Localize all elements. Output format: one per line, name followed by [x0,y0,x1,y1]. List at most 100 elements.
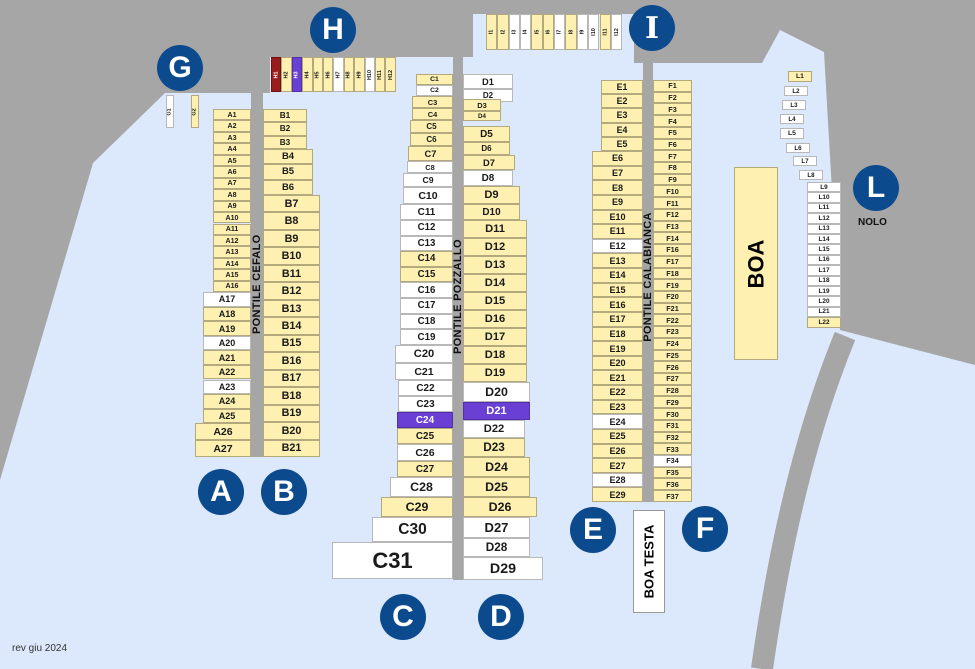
berth-f33[interactable]: F33 [653,443,692,456]
berth-c10[interactable]: C10 [403,187,453,204]
berth-e12[interactable]: E12 [592,238,643,254]
berth-h12[interactable]: H12 [385,57,396,92]
berth-c2[interactable]: C2 [416,85,453,96]
berth-d13[interactable]: D13 [463,256,527,274]
berth-e10[interactable]: E10 [592,209,643,225]
berth-c7[interactable]: C7 [408,146,453,161]
berth-e8[interactable]: E8 [592,180,643,195]
berth-a9[interactable]: A9 [213,200,251,213]
berth-e17[interactable]: E17 [592,311,643,327]
berth-e19[interactable]: E19 [592,341,643,356]
berth-f14[interactable]: F14 [653,232,692,245]
berth-f31[interactable]: F31 [653,419,692,432]
berth-c22[interactable]: C22 [398,380,453,396]
berth-a13[interactable]: A13 [213,246,251,258]
berth-c8[interactable]: C8 [407,161,453,173]
berth-f29[interactable]: F29 [653,396,692,409]
berth-d3[interactable]: D3 [463,99,501,111]
berth-f8[interactable]: F8 [653,162,692,174]
berth-e25[interactable]: E25 [592,428,643,444]
berth-c18[interactable]: C18 [400,313,453,330]
berth-l12[interactable]: L12 [807,213,841,224]
berth-a16[interactable]: A16 [213,280,251,293]
berth-d18[interactable]: D18 [463,346,527,364]
berth-b13[interactable]: B13 [263,299,320,318]
berth-a14[interactable]: A14 [213,257,251,270]
berth-c13[interactable]: C13 [400,235,453,252]
berth-a3[interactable]: A3 [213,131,251,144]
berth-d4[interactable]: D4 [463,111,501,121]
berth-b15[interactable]: B15 [263,334,320,353]
berth-d5[interactable]: D5 [463,126,510,142]
berth-f13[interactable]: F13 [653,220,692,233]
berth-d28[interactable]: D28 [463,538,530,557]
berth-f2[interactable]: F2 [653,91,692,104]
berth-c21[interactable]: C21 [395,363,453,380]
berth-c23[interactable]: C23 [398,396,453,412]
berth-b11[interactable]: B11 [263,264,320,283]
berth-c15[interactable]: C15 [400,266,453,283]
berth-b18[interactable]: B18 [263,387,320,405]
berth-e26[interactable]: E26 [592,443,643,459]
berth-e20[interactable]: E20 [592,355,643,371]
berth-b8[interactable]: B8 [263,212,320,230]
berth-c25[interactable]: C25 [397,428,453,444]
berth-f20[interactable]: F20 [653,290,692,303]
berth-c17[interactable]: C17 [400,298,453,314]
berth-c26[interactable]: C26 [397,444,453,461]
berth-d7[interactable]: D7 [463,155,515,170]
berth-l4[interactable]: L4 [780,114,804,124]
berth-b4[interactable]: B4 [263,149,313,165]
berth-l16[interactable]: L16 [807,254,841,266]
berth-f11[interactable]: F11 [653,197,692,209]
berth-i5[interactable]: I5 [531,14,543,50]
berth-f35[interactable]: F35 [653,466,692,479]
berth-b1[interactable]: B1 [263,109,307,123]
berth-f25[interactable]: F25 [653,349,692,362]
berth-f36[interactable]: F36 [653,478,692,491]
berth-e7[interactable]: E7 [592,165,643,181]
berth-a18[interactable]: A18 [203,306,251,322]
berth-c29[interactable]: C29 [381,497,453,517]
berth-b12[interactable]: B12 [263,282,320,300]
berth-b6[interactable]: B6 [263,179,313,195]
berth-e24[interactable]: E24 [592,414,643,429]
berth-f22[interactable]: F22 [653,314,692,327]
berth-i10[interactable]: I10 [588,14,600,50]
berth-f4[interactable]: F4 [653,115,692,127]
berth-a17[interactable]: A17 [203,292,251,307]
berth-d10[interactable]: D10 [463,204,520,220]
berth-a6[interactable]: A6 [213,166,251,178]
berth-c4[interactable]: C4 [412,108,453,120]
berth-h2[interactable]: H2 [281,57,292,92]
berth-c27[interactable]: C27 [397,461,453,477]
berth-h1[interactable]: H1 [271,57,282,92]
berth-b16[interactable]: B16 [263,352,320,370]
berth-f3[interactable]: F3 [653,103,692,116]
berth-d19[interactable]: D19 [463,364,527,382]
berth-d20[interactable]: D20 [463,382,530,402]
berth-d25[interactable]: D25 [463,477,530,497]
berth-e3[interactable]: E3 [601,108,643,123]
berth-f27[interactable]: F27 [653,373,692,385]
berth-e21[interactable]: E21 [592,370,643,386]
berth-h6[interactable]: H6 [323,57,334,92]
berth-l11[interactable]: L11 [807,202,841,214]
berth-a25[interactable]: A25 [203,408,251,424]
berth-a20[interactable]: A20 [203,335,251,351]
berth-e28[interactable]: E28 [592,472,643,488]
berth-l1[interactable]: L1 [788,71,812,82]
berth-l20[interactable]: L20 [807,296,841,307]
berth-d6[interactable]: D6 [463,142,510,155]
berth-i6[interactable]: I6 [542,14,555,50]
berth-f26[interactable]: F26 [653,361,692,373]
berth-i11[interactable]: I11 [599,14,611,50]
berth-i2[interactable]: I2 [497,14,509,50]
berth-l7[interactable]: L7 [793,156,817,166]
berth-l15[interactable]: L15 [807,244,841,255]
berth-c24[interactable]: C24 [397,412,453,428]
berth-d14[interactable]: D14 [463,274,527,292]
berth-h3[interactable]: H3 [291,57,303,92]
berth-e9[interactable]: E9 [592,194,643,210]
berth-f24[interactable]: F24 [653,337,692,350]
